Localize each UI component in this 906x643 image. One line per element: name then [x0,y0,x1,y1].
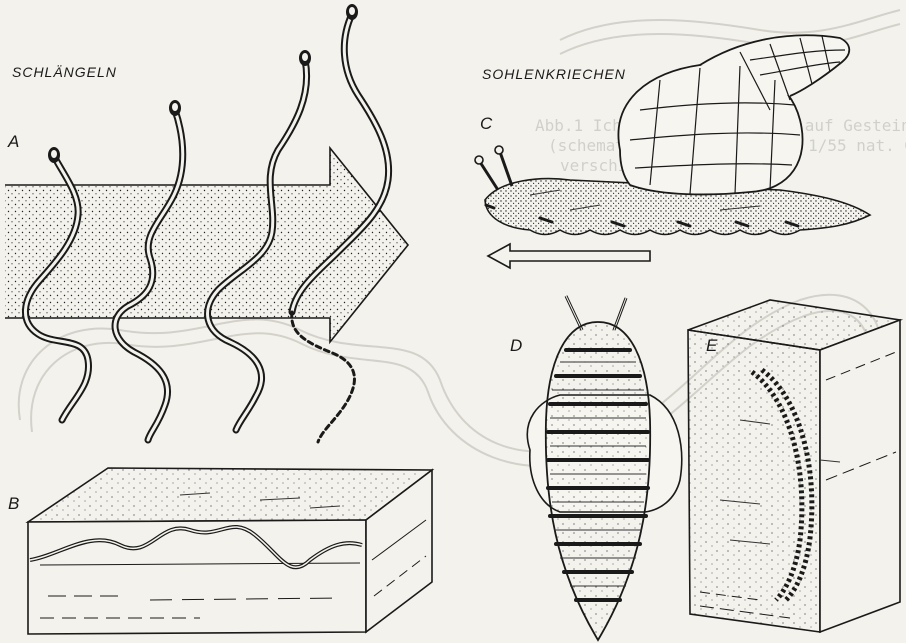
panel-b-slab [28,468,432,634]
panel-label-c: C [480,114,492,134]
panel-label-d: D [510,336,522,356]
heading-sohlenkriechen: SOHLENKRIECHEN [482,66,626,82]
panel-d-snail-underside [527,296,681,640]
panel-label-e: E [706,336,717,356]
panel-label-b: B [8,494,19,514]
panel-e-slab [688,300,900,632]
panel-label-a: A [8,132,19,152]
panel-c-direction-arrow [488,244,650,268]
heading-schlaengeln: SCHLÄNGELN [12,64,117,80]
